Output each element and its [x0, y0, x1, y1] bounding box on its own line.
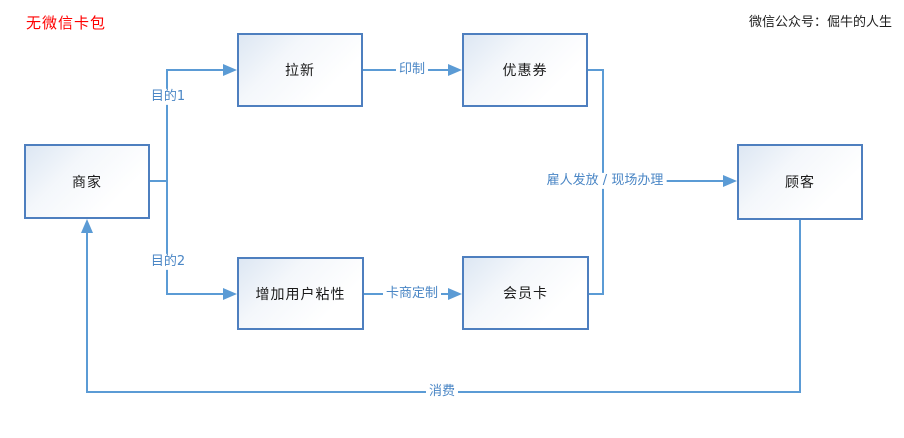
connector-purpose2	[166, 293, 224, 295]
node-coupon-label: 优惠券	[502, 63, 548, 79]
edge-label-consume: 消费	[425, 383, 459, 401]
connector-coupon-junction	[588, 69, 604, 71]
node-acquire: 拉新	[237, 33, 363, 107]
node-coupon: 优惠券	[462, 33, 588, 107]
arrowhead-into-merchant-icon	[81, 219, 93, 233]
arrowhead-into-coupon-icon	[448, 64, 462, 76]
connector-merchant-junction	[150, 180, 168, 182]
connector-purpose1	[166, 69, 224, 71]
node-customer-label: 顾客	[785, 175, 815, 191]
node-membership: 会员卡	[462, 256, 589, 330]
node-membership-label: 会员卡	[503, 286, 548, 302]
edge-label-purpose2: 目的2	[147, 253, 189, 271]
arrowhead-into-acquire-icon	[223, 64, 237, 76]
edge-label-purpose1: 目的1	[147, 88, 189, 106]
arrowhead-into-stickiness-icon	[223, 288, 237, 300]
connector-up-to-merchant	[86, 233, 88, 393]
node-merchant-label: 商家	[72, 174, 102, 191]
node-merchant: 商家	[24, 144, 150, 219]
arrowhead-into-membership-icon	[448, 288, 462, 300]
node-acquire-label: 拉新	[285, 63, 315, 79]
node-customer: 顾客	[737, 144, 863, 220]
arrowhead-into-customer-icon	[723, 175, 737, 187]
edge-label-distribute: 雇人发放 / 现场办理	[543, 172, 667, 190]
node-stickiness-label: 增加用户粘性	[255, 286, 346, 303]
watermark-text: 微信公众号：倔牛的人生	[748, 15, 892, 30]
connector-membership-junction	[589, 293, 604, 295]
node-stickiness: 增加用户粘性	[237, 257, 364, 330]
connector-junction-vertical	[166, 69, 168, 295]
diagram-title: 无微信卡包	[26, 14, 107, 32]
connector-customer-down	[799, 220, 801, 393]
edge-label-card-custom: 卡商定制	[382, 285, 442, 303]
edge-label-print: 印制	[395, 61, 429, 79]
